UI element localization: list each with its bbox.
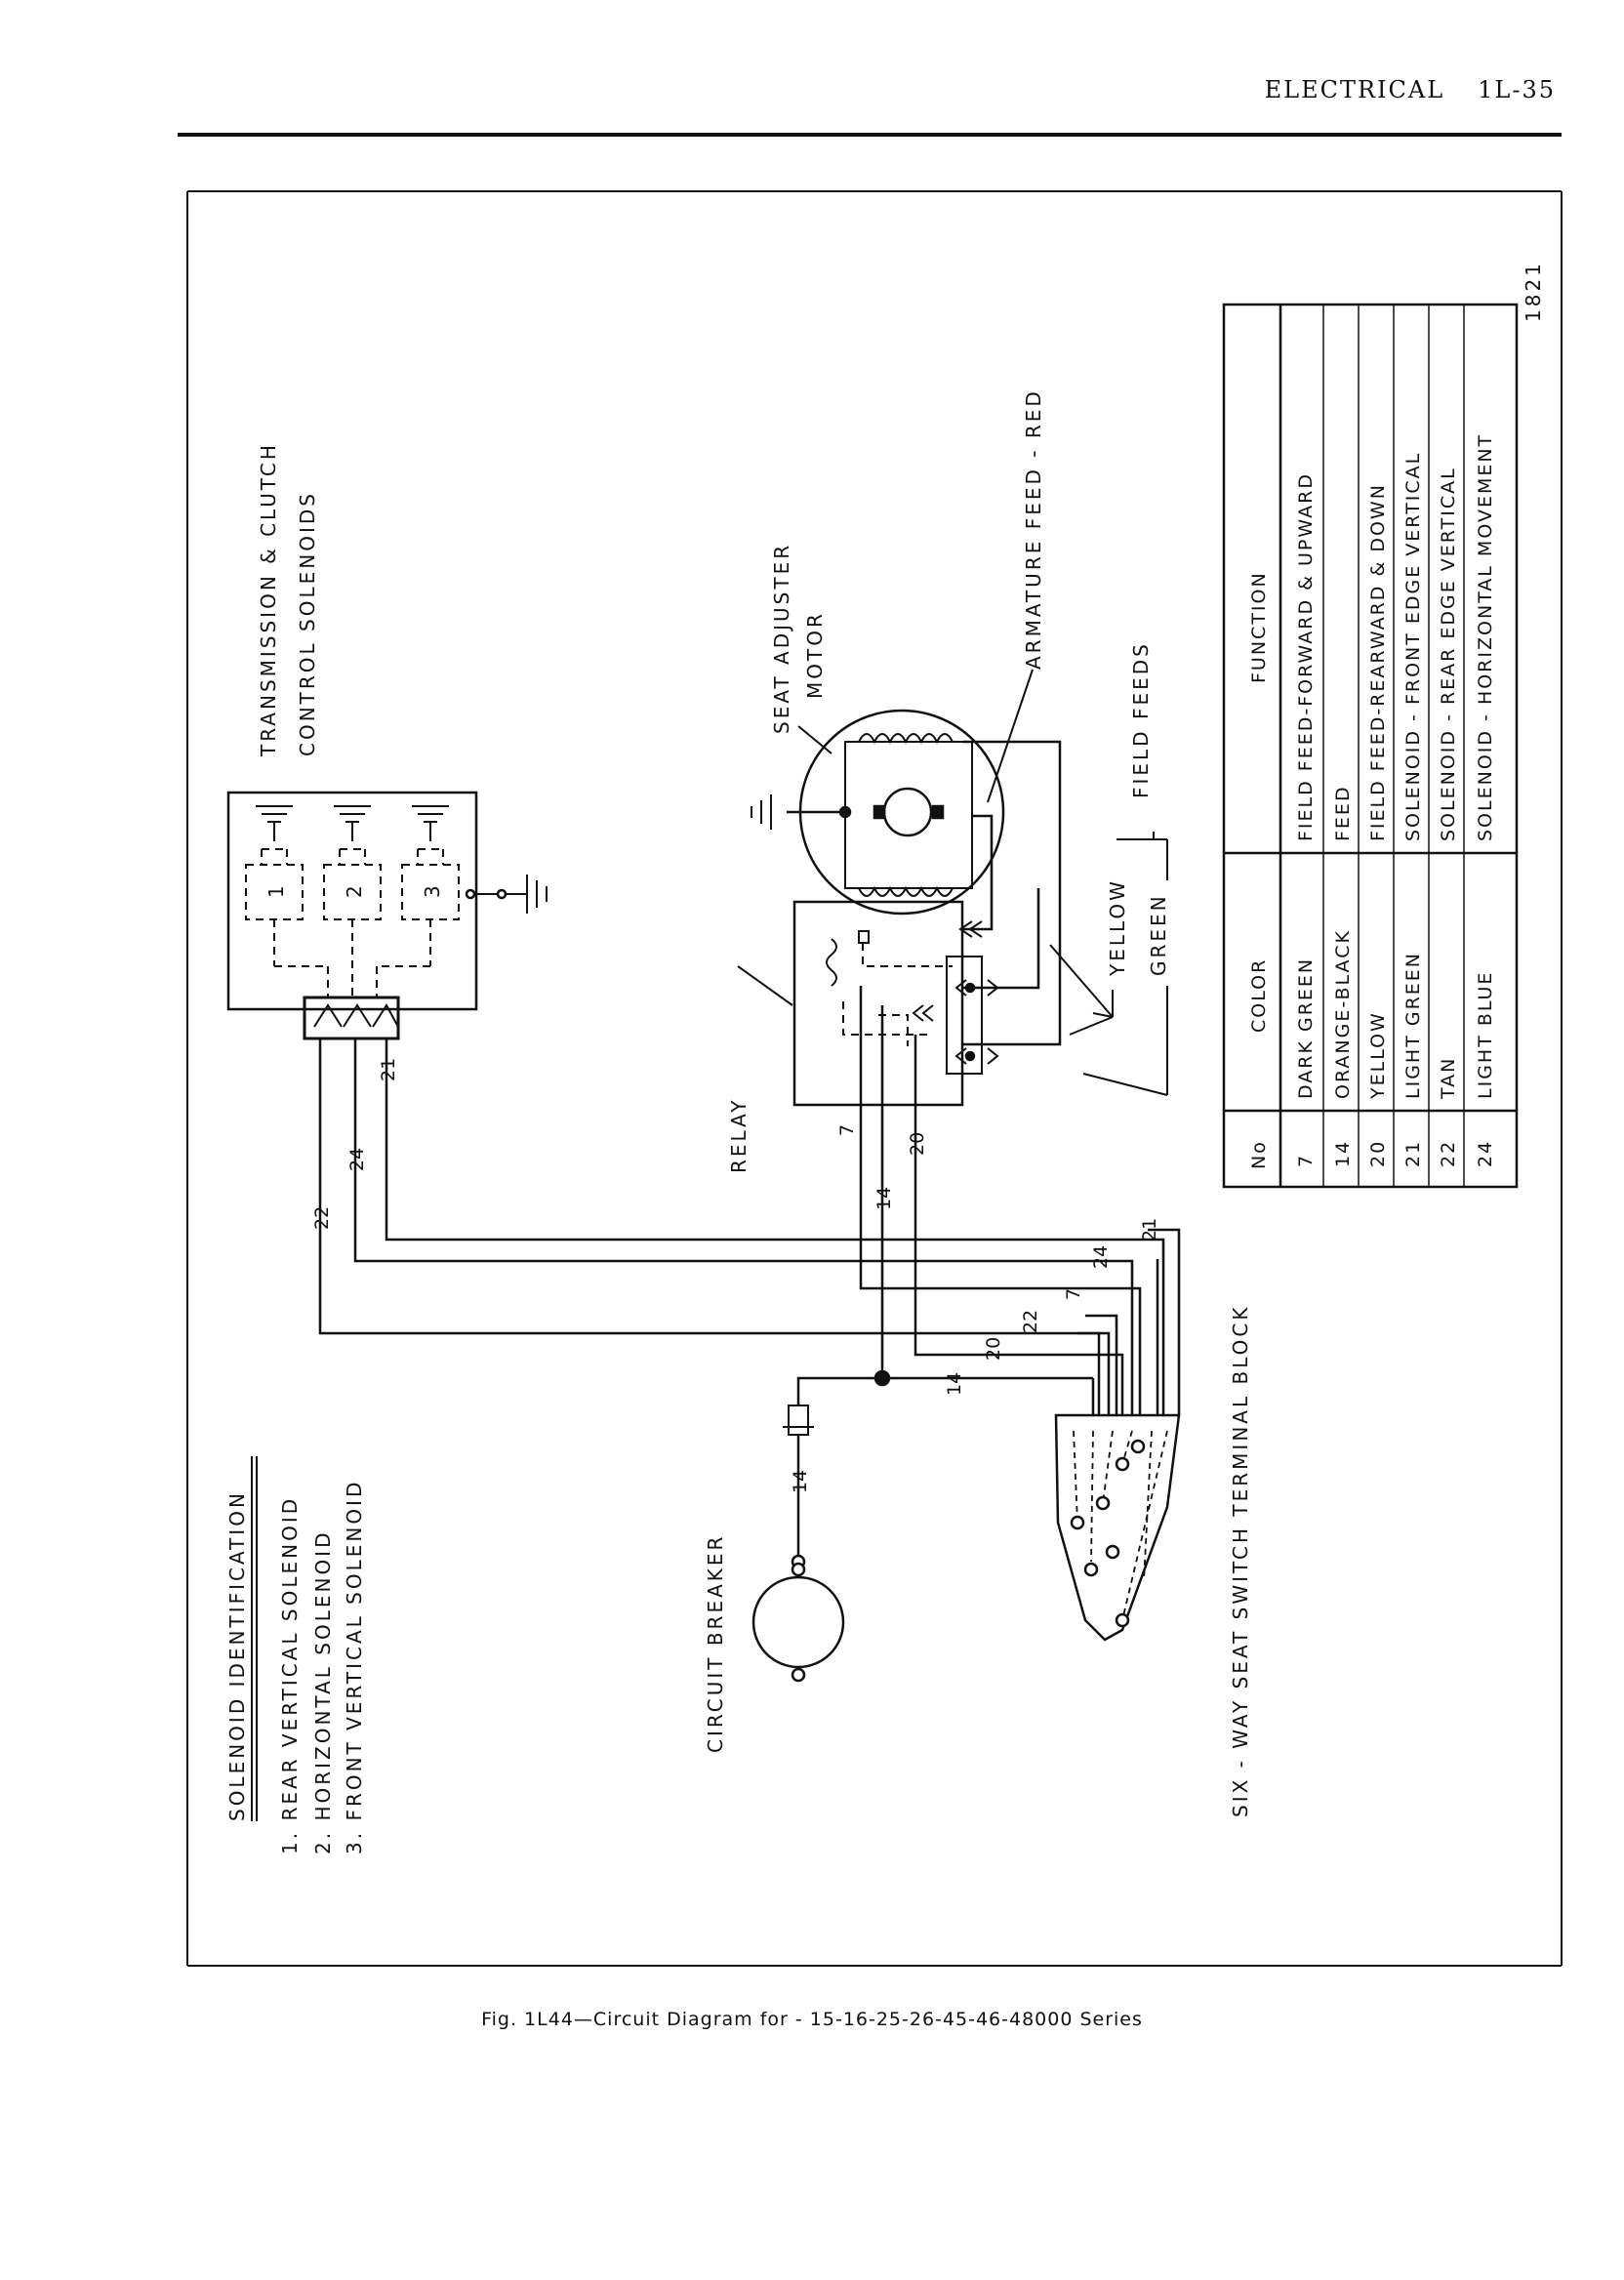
page-header: ELECTRICAL 1L-35: [1265, 76, 1556, 103]
figure-frame: [186, 190, 1563, 1967]
transmission-label-2: CONTROL SOLENOIDS: [296, 491, 319, 756]
table-row-color: DARK GREEN: [1295, 957, 1317, 1099]
terminal-label-22: 22: [1020, 1310, 1041, 1333]
solenoid-number-2: 2: [343, 885, 366, 898]
table-row-no: 22: [1438, 1140, 1459, 1167]
seat-motor-label-1: SEAT ADJUSTER: [770, 543, 793, 734]
wire-label-14: 14: [873, 1187, 895, 1210]
wire-label-22: 22: [311, 1206, 333, 1230]
table-row-function: SOLENOID - HORIZONTAL MOVEMENT: [1475, 433, 1496, 841]
wire-label-20: 20: [907, 1132, 928, 1156]
relay-wires: [859, 986, 1142, 1415]
table-header-color: COLOR: [1248, 958, 1270, 1033]
section-title: ELECTRICAL: [1264, 76, 1445, 103]
table-row-no: 21: [1402, 1140, 1424, 1167]
wire-label-24: 24: [346, 1148, 368, 1171]
table-row-no: 20: [1367, 1140, 1389, 1167]
terminal-label-21: 21: [1139, 1218, 1160, 1242]
table-row-function: SOLENOID - REAR EDGE VERTICAL: [1438, 467, 1459, 841]
ground-icon: [256, 805, 449, 841]
table-row-no: 14: [1332, 1140, 1354, 1167]
wire-label-21: 21: [378, 1058, 399, 1081]
green-label: GREEN: [1147, 893, 1170, 976]
armature-feed-label: ARMATURE FEED - RED: [1022, 388, 1045, 670]
table-row-no: 7: [1295, 1154, 1317, 1167]
table-row-color: LIGHT GREEN: [1402, 952, 1424, 1099]
seat-motor-label-2: MOTOR: [803, 611, 827, 699]
table-row-function: FIELD FEED-FORWARD & UPWARD: [1295, 472, 1317, 841]
table-row-function: FIELD FEED-REARWARD & DOWN: [1367, 483, 1389, 841]
yellow-label: YELLOW: [1106, 878, 1129, 977]
relay-label: RELAY: [727, 1098, 751, 1173]
table-row-color: YELLOW: [1367, 1011, 1389, 1100]
field-feeds-bracket: [1082, 832, 1168, 1096]
motor-leads: [962, 740, 1062, 1046]
table-header-function: FUNCTION: [1248, 571, 1270, 683]
feed-circuit: [783, 1369, 1095, 1569]
page-number: 1L-35: [1478, 76, 1556, 103]
field-feeds-label: FIELD FEEDS: [1129, 641, 1153, 798]
wire-label-cb14: 14: [790, 1470, 811, 1493]
relay: [737, 900, 1114, 1107]
terminal-label-14: 14: [944, 1372, 965, 1396]
table-row-color: TAN: [1438, 1057, 1459, 1100]
solenoid-identification: SOLENOID IDENTIFICATION 1. REAR VERTICAL…: [225, 1456, 366, 1854]
header-rule: [178, 133, 1562, 137]
terminal-block: [1054, 1413, 1181, 1642]
wire-label-7: 7: [836, 1124, 858, 1136]
transmission-label-1: TRANSMISSION & CLUTCH: [257, 442, 280, 757]
table-row-function: FEED: [1332, 785, 1354, 841]
solenoid-assembly: [226, 791, 548, 1040]
table-row-function: SOLENOID - FRONT EDGE VERTICAL: [1402, 452, 1424, 841]
table-row-no: 24: [1475, 1140, 1496, 1167]
figure-number: 1821: [1522, 261, 1545, 322]
circuit-breaker-label: CIRCUIT BREAKER: [704, 1534, 727, 1753]
table-header-no: No: [1248, 1140, 1270, 1169]
terminal-label-20: 20: [983, 1337, 1004, 1361]
terminal-block-label: SIX - WAY SEAT SWITCH TERMINAL BLOCK: [1229, 1305, 1252, 1817]
table-row-color: ORANGE-BLACK: [1332, 929, 1354, 1099]
solenoid-number-1: 1: [264, 885, 288, 898]
solenoid-id-title: SOLENOID IDENTIFICATION: [225, 1490, 249, 1821]
circuit-breaker: [751, 1562, 845, 1683]
seat-adjuster-motor: [751, 669, 1034, 916]
terminal-label-24: 24: [1090, 1245, 1112, 1269]
solenoid-wires: [318, 1038, 1181, 1415]
solenoid-id-item-1: 1. REAR VERTICAL SOLENOID: [278, 1496, 302, 1854]
terminal-label-7: 7: [1063, 1288, 1084, 1300]
figure-caption: Fig. 1L44—Circuit Diagram for - 15-16-25…: [481, 2009, 1143, 2030]
wire-color-table: No COLOR FUNCTION 7 DARK GREEN FIELD FEE…: [1222, 303, 1519, 1189]
solenoid-number-3: 3: [421, 885, 444, 898]
table-row-color: LIGHT BLUE: [1475, 971, 1496, 1099]
solenoid-id-item-2: 2. HORIZONTAL SOLENOID: [311, 1530, 335, 1854]
solenoid-id-item-3: 3. FRONT VERTICAL SOLENOID: [343, 1480, 366, 1854]
